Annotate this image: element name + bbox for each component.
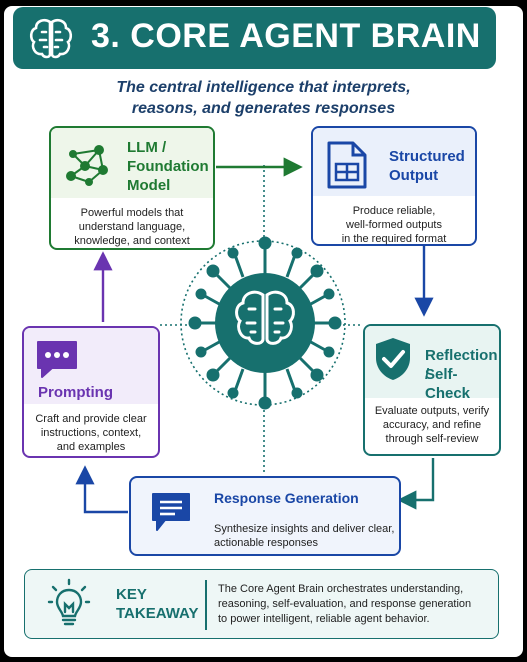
lightbulb-icon bbox=[47, 578, 91, 626]
llm-desc-2: understand language, bbox=[78, 221, 186, 233]
llm-title-3: Model bbox=[127, 177, 171, 194]
arrow-response-to-prompting bbox=[75, 465, 128, 514]
response-generation-box: Response Generation Synthesize insights … bbox=[129, 476, 401, 556]
chat-bubble-icon bbox=[37, 341, 77, 378]
prompting-title: Prompting bbox=[38, 384, 113, 401]
reflection-desc-1: Evaluate outputs, verify bbox=[374, 405, 490, 417]
llm-title-1: LLM / bbox=[127, 139, 167, 156]
reflection-title-1: Reflection / bbox=[425, 347, 498, 383]
reflection-desc-3: through self-review bbox=[385, 433, 479, 445]
page-title: 3. CORE AGENT BRAIN bbox=[91, 17, 481, 55]
response-desc-2: actionable responses bbox=[214, 537, 318, 549]
reflection-title-2: Self-Check bbox=[425, 366, 471, 402]
prompting-desc-2: instructions, context, bbox=[40, 427, 142, 439]
subtitle-line-1: The central intelligence that interprets… bbox=[116, 79, 411, 96]
response-desc-1: Synthesize insights and deliver clear, bbox=[214, 523, 395, 535]
reflection-desc-2: accuracy, and refine bbox=[382, 419, 482, 431]
takeaway-label-1: KEY bbox=[116, 586, 147, 603]
prompting-desc-3: and examples bbox=[56, 441, 126, 453]
structured-desc-2: well-formed outputs bbox=[346, 219, 442, 231]
brain-virus-icon bbox=[188, 236, 342, 410]
subtitle-line-2: reasons, and generates responses bbox=[131, 100, 396, 117]
llm-title-2: Foundation bbox=[127, 158, 209, 175]
brain-icon bbox=[29, 18, 73, 59]
takeaway-text-3: to power intelligent, reliable agent beh… bbox=[218, 613, 430, 625]
takeaway-text-2: reasoning, self-evaluation, and response… bbox=[218, 598, 472, 610]
llm-desc-3: knowledge, and context bbox=[74, 235, 190, 247]
title-banner: 3. CORE AGENT BRAIN bbox=[13, 7, 496, 69]
message-lines-icon bbox=[152, 493, 190, 531]
prompting-desc-1: Craft and provide clear bbox=[35, 413, 147, 425]
structured-desc-3: in the required format bbox=[341, 233, 447, 245]
llm-desc-1: Powerful models that bbox=[80, 207, 184, 219]
takeaway-text-1: The Core Agent Brain orchestrates unders… bbox=[218, 583, 464, 595]
structured-desc-1: Produce reliable, bbox=[352, 205, 436, 217]
document-table-icon bbox=[327, 141, 367, 189]
network-icon bbox=[66, 145, 108, 186]
structured-title-2: Output bbox=[389, 167, 439, 184]
reflection-box: Reflection / Self-Check Evaluate outputs… bbox=[363, 324, 501, 456]
takeaway-label-2: TAKEAWAY bbox=[116, 605, 199, 622]
key-takeaway-box: KEY TAKEAWAY The Core Agent Brain orches… bbox=[24, 569, 499, 639]
prompting-box: Prompting Craft and provide clear instru… bbox=[22, 326, 160, 458]
structured-output-box: Structured Output Produce reliable, well… bbox=[311, 126, 477, 246]
structured-title-1: Structured bbox=[389, 148, 465, 165]
shield-check-icon bbox=[376, 338, 410, 380]
response-title: Response Generation bbox=[214, 490, 359, 506]
takeaway-divider bbox=[205, 580, 207, 630]
llm-box: LLM / Foundation Model Powerful models t… bbox=[49, 126, 215, 250]
arrow-reflection-to-response bbox=[397, 458, 435, 510]
